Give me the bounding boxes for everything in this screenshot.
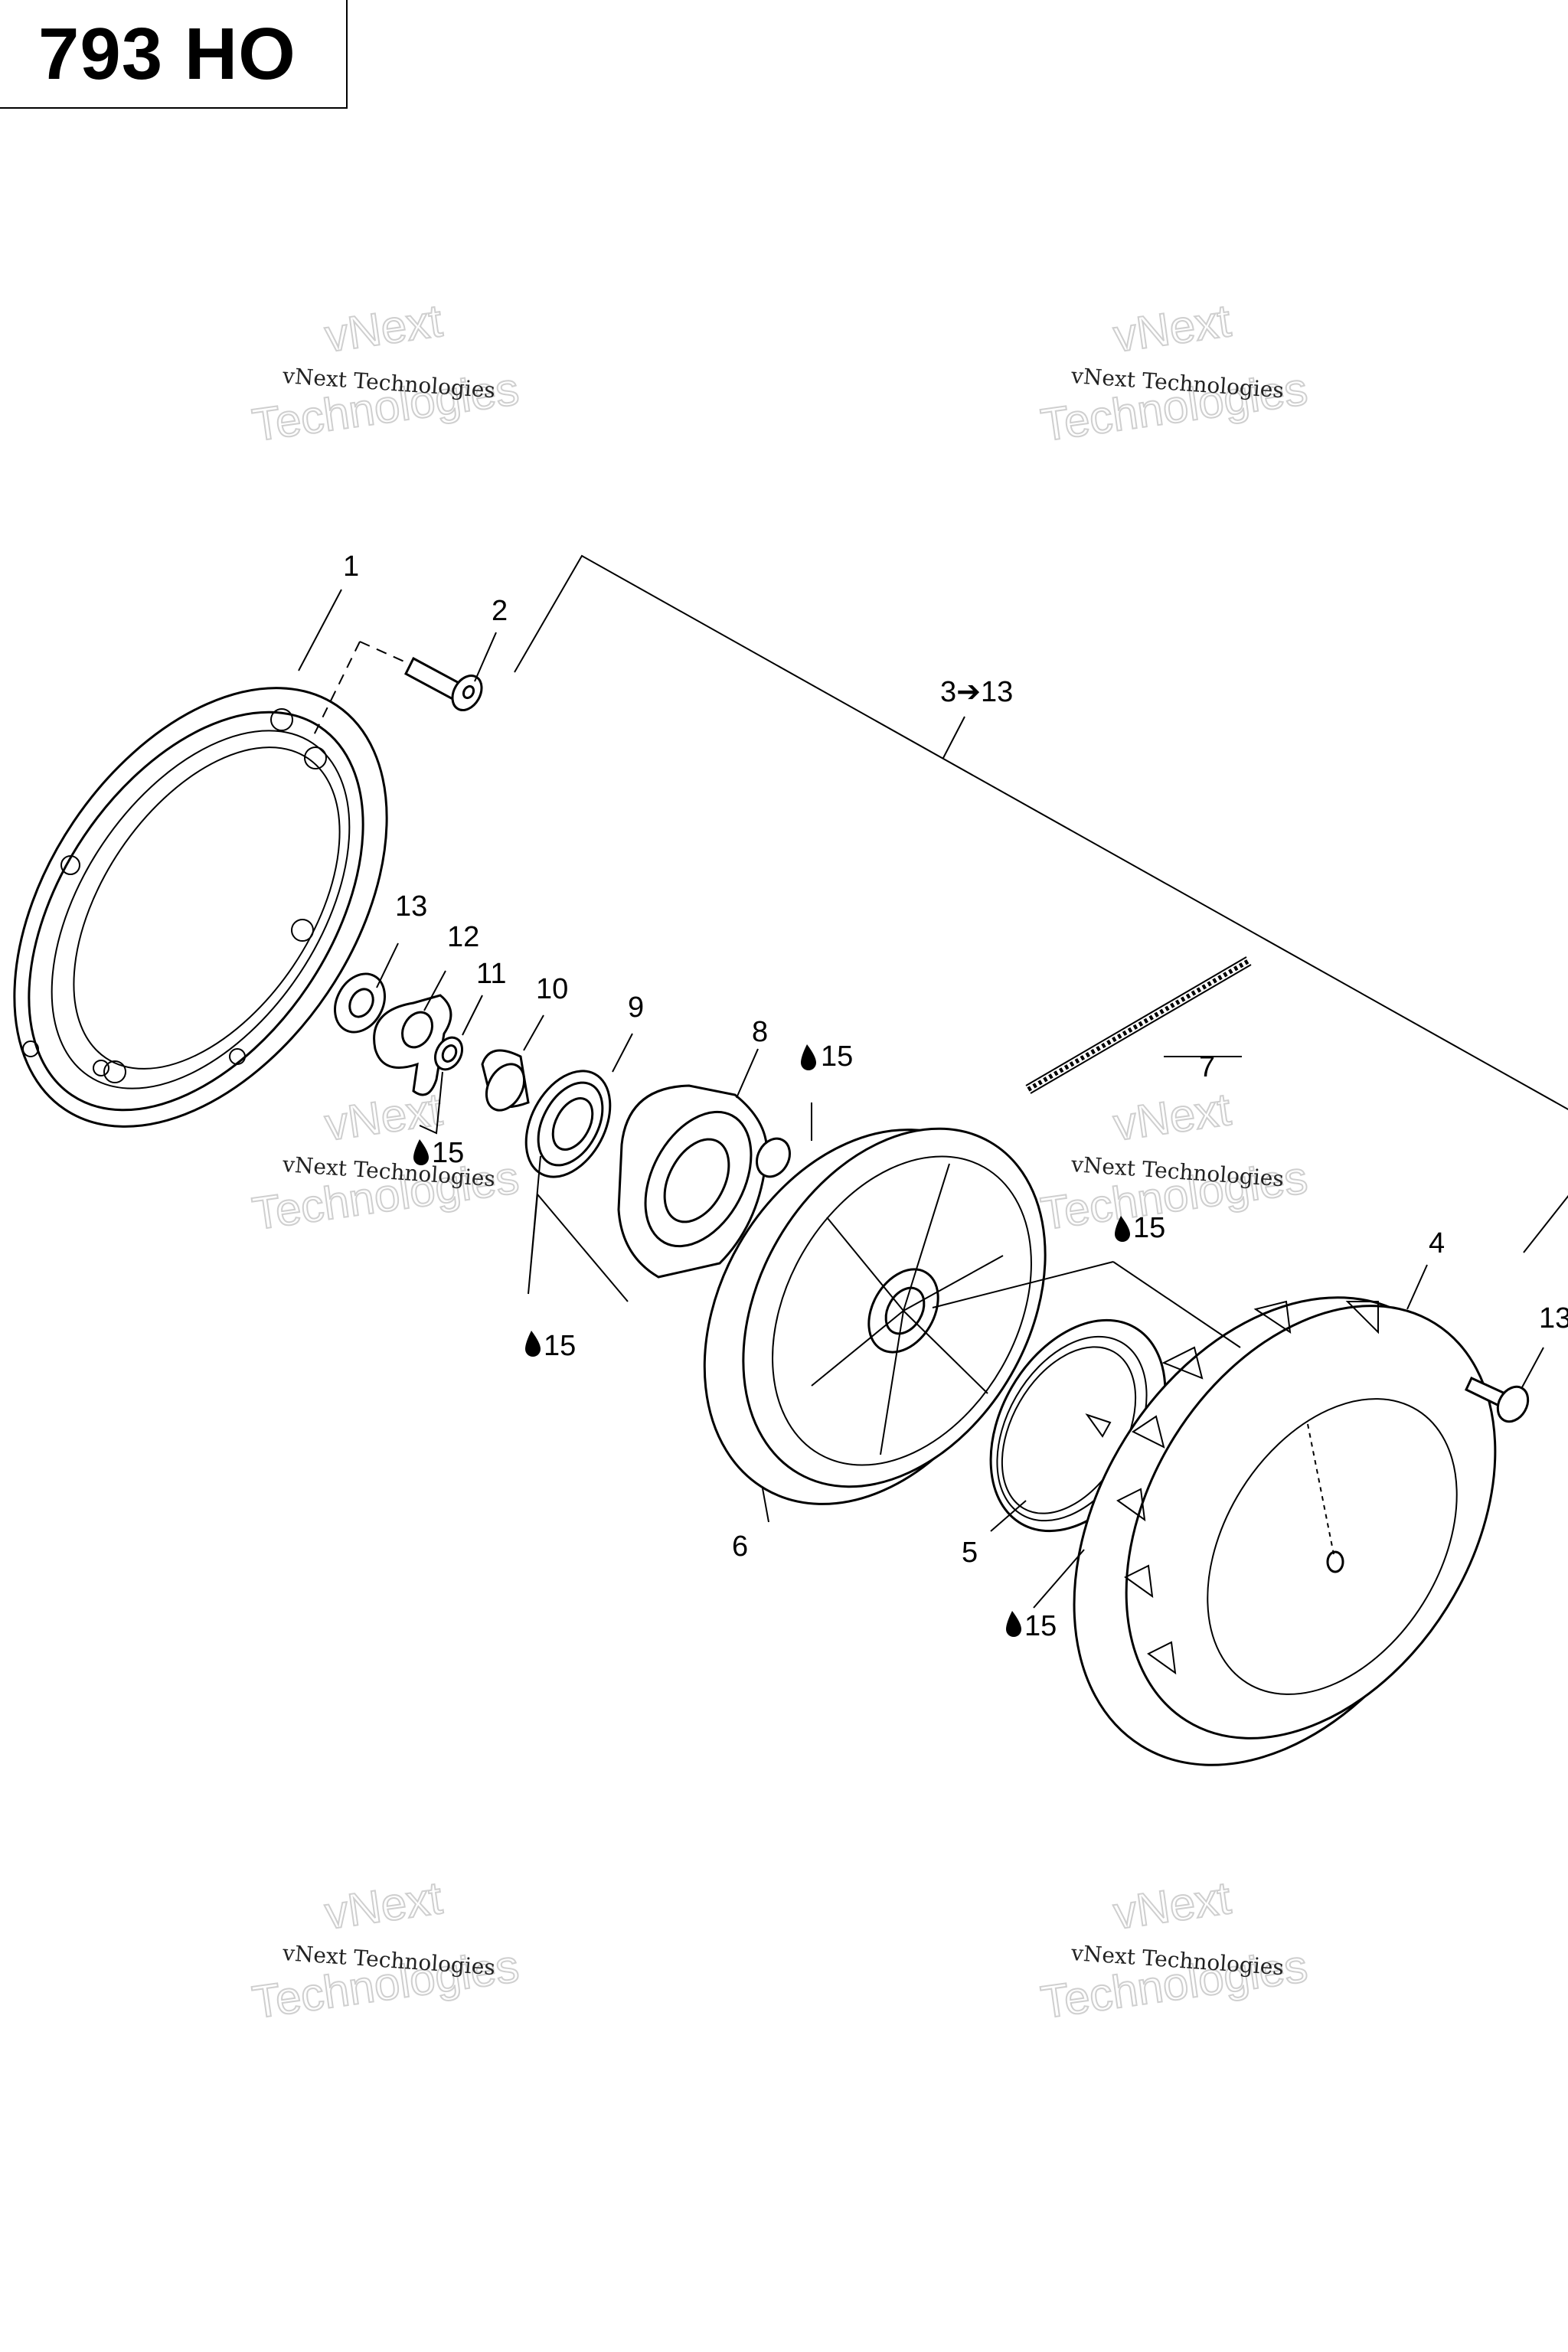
part-9-spring-disk xyxy=(524,1070,612,1178)
callout-13-bolt: 13 xyxy=(1539,1302,1568,1334)
callout-7: 7 xyxy=(1199,1051,1215,1083)
part-7-rope xyxy=(1025,956,1252,1094)
part-6-pulley xyxy=(703,1127,1047,1505)
callout-1: 1 xyxy=(343,550,359,583)
part-13-bolt xyxy=(1465,1377,1530,1423)
lubricant-label-2: 15 xyxy=(413,1137,464,1169)
lubricant-code: 15 xyxy=(821,1040,853,1073)
callout-6: 6 xyxy=(732,1530,748,1563)
assembly-bracket xyxy=(514,554,1568,1253)
oil-drop-icon xyxy=(1006,1611,1021,1637)
diagram-title-box: 793 HO xyxy=(0,0,348,109)
watermark-top: vNext xyxy=(1110,1872,1234,1939)
callout-labels: 1 2 3➔13 4 5 6 7 8 9 10 11 12 13 13 xyxy=(343,550,1568,1569)
callout-8: 8 xyxy=(752,1016,768,1048)
lubricant-code: 15 xyxy=(432,1137,464,1169)
oil-drop-icon xyxy=(525,1331,541,1357)
part-2-screw xyxy=(404,656,483,711)
watermark-top: vNext xyxy=(322,295,446,362)
part-13-washer xyxy=(334,972,386,1034)
callout-9: 9 xyxy=(628,991,644,1024)
oil-drop-icon xyxy=(801,1044,816,1070)
part-10-bushing xyxy=(481,1049,530,1112)
oil-drop-icon xyxy=(413,1139,429,1165)
part-2-axis xyxy=(359,641,407,663)
watermark-top: vNext xyxy=(1110,295,1234,362)
watermark-top: vNext xyxy=(1110,1083,1234,1151)
callout-2: 2 xyxy=(492,595,508,627)
watermark-2: vNext Technologies vNext Technologies xyxy=(1037,294,1311,452)
lubricant-code: 15 xyxy=(1133,1212,1165,1244)
leader-lines xyxy=(298,589,1544,1609)
lubricant-label-5: 15 xyxy=(1006,1610,1057,1642)
part-11-ring xyxy=(433,1036,464,1071)
diagram-title: 793 HO xyxy=(38,13,296,95)
callout-12: 12 xyxy=(447,921,479,953)
watermark-5: vNext Technologies vNext Technologies xyxy=(248,1871,522,2029)
lubricant-label-3: 15 xyxy=(525,1330,576,1362)
oil-drop-icon xyxy=(1115,1216,1130,1242)
watermark-4: vNext Technologies vNext Technologies xyxy=(1037,1083,1311,1240)
lubricant-label-1: 15 xyxy=(801,1040,853,1073)
callout-4: 4 xyxy=(1429,1227,1445,1259)
part-1-axis xyxy=(313,641,361,736)
part-12-plate xyxy=(373,994,452,1096)
lubricant-label-4: 15 xyxy=(1115,1212,1165,1244)
lubricant-code: 15 xyxy=(544,1330,576,1362)
callout-5: 5 xyxy=(962,1537,978,1569)
callout-10: 10 xyxy=(536,973,568,1005)
watermark-1: vNext Technologies vNext Technologies xyxy=(248,294,522,452)
callout-13: 13 xyxy=(395,890,427,923)
watermark-top: vNext xyxy=(322,1872,446,1939)
watermark-3: vNext Technologies vNext Technologies xyxy=(248,1083,522,1240)
watermark-6: vNext Technologies vNext Technologies xyxy=(1037,1871,1311,2029)
lubricant-code: 15 xyxy=(1024,1610,1057,1642)
part-4-cover xyxy=(1073,1296,1497,1766)
callout-11: 11 xyxy=(476,958,506,990)
part-1-housing xyxy=(13,687,388,1128)
callout-3-13: 3➔13 xyxy=(940,676,1013,708)
part-8-cam xyxy=(617,1084,791,1279)
